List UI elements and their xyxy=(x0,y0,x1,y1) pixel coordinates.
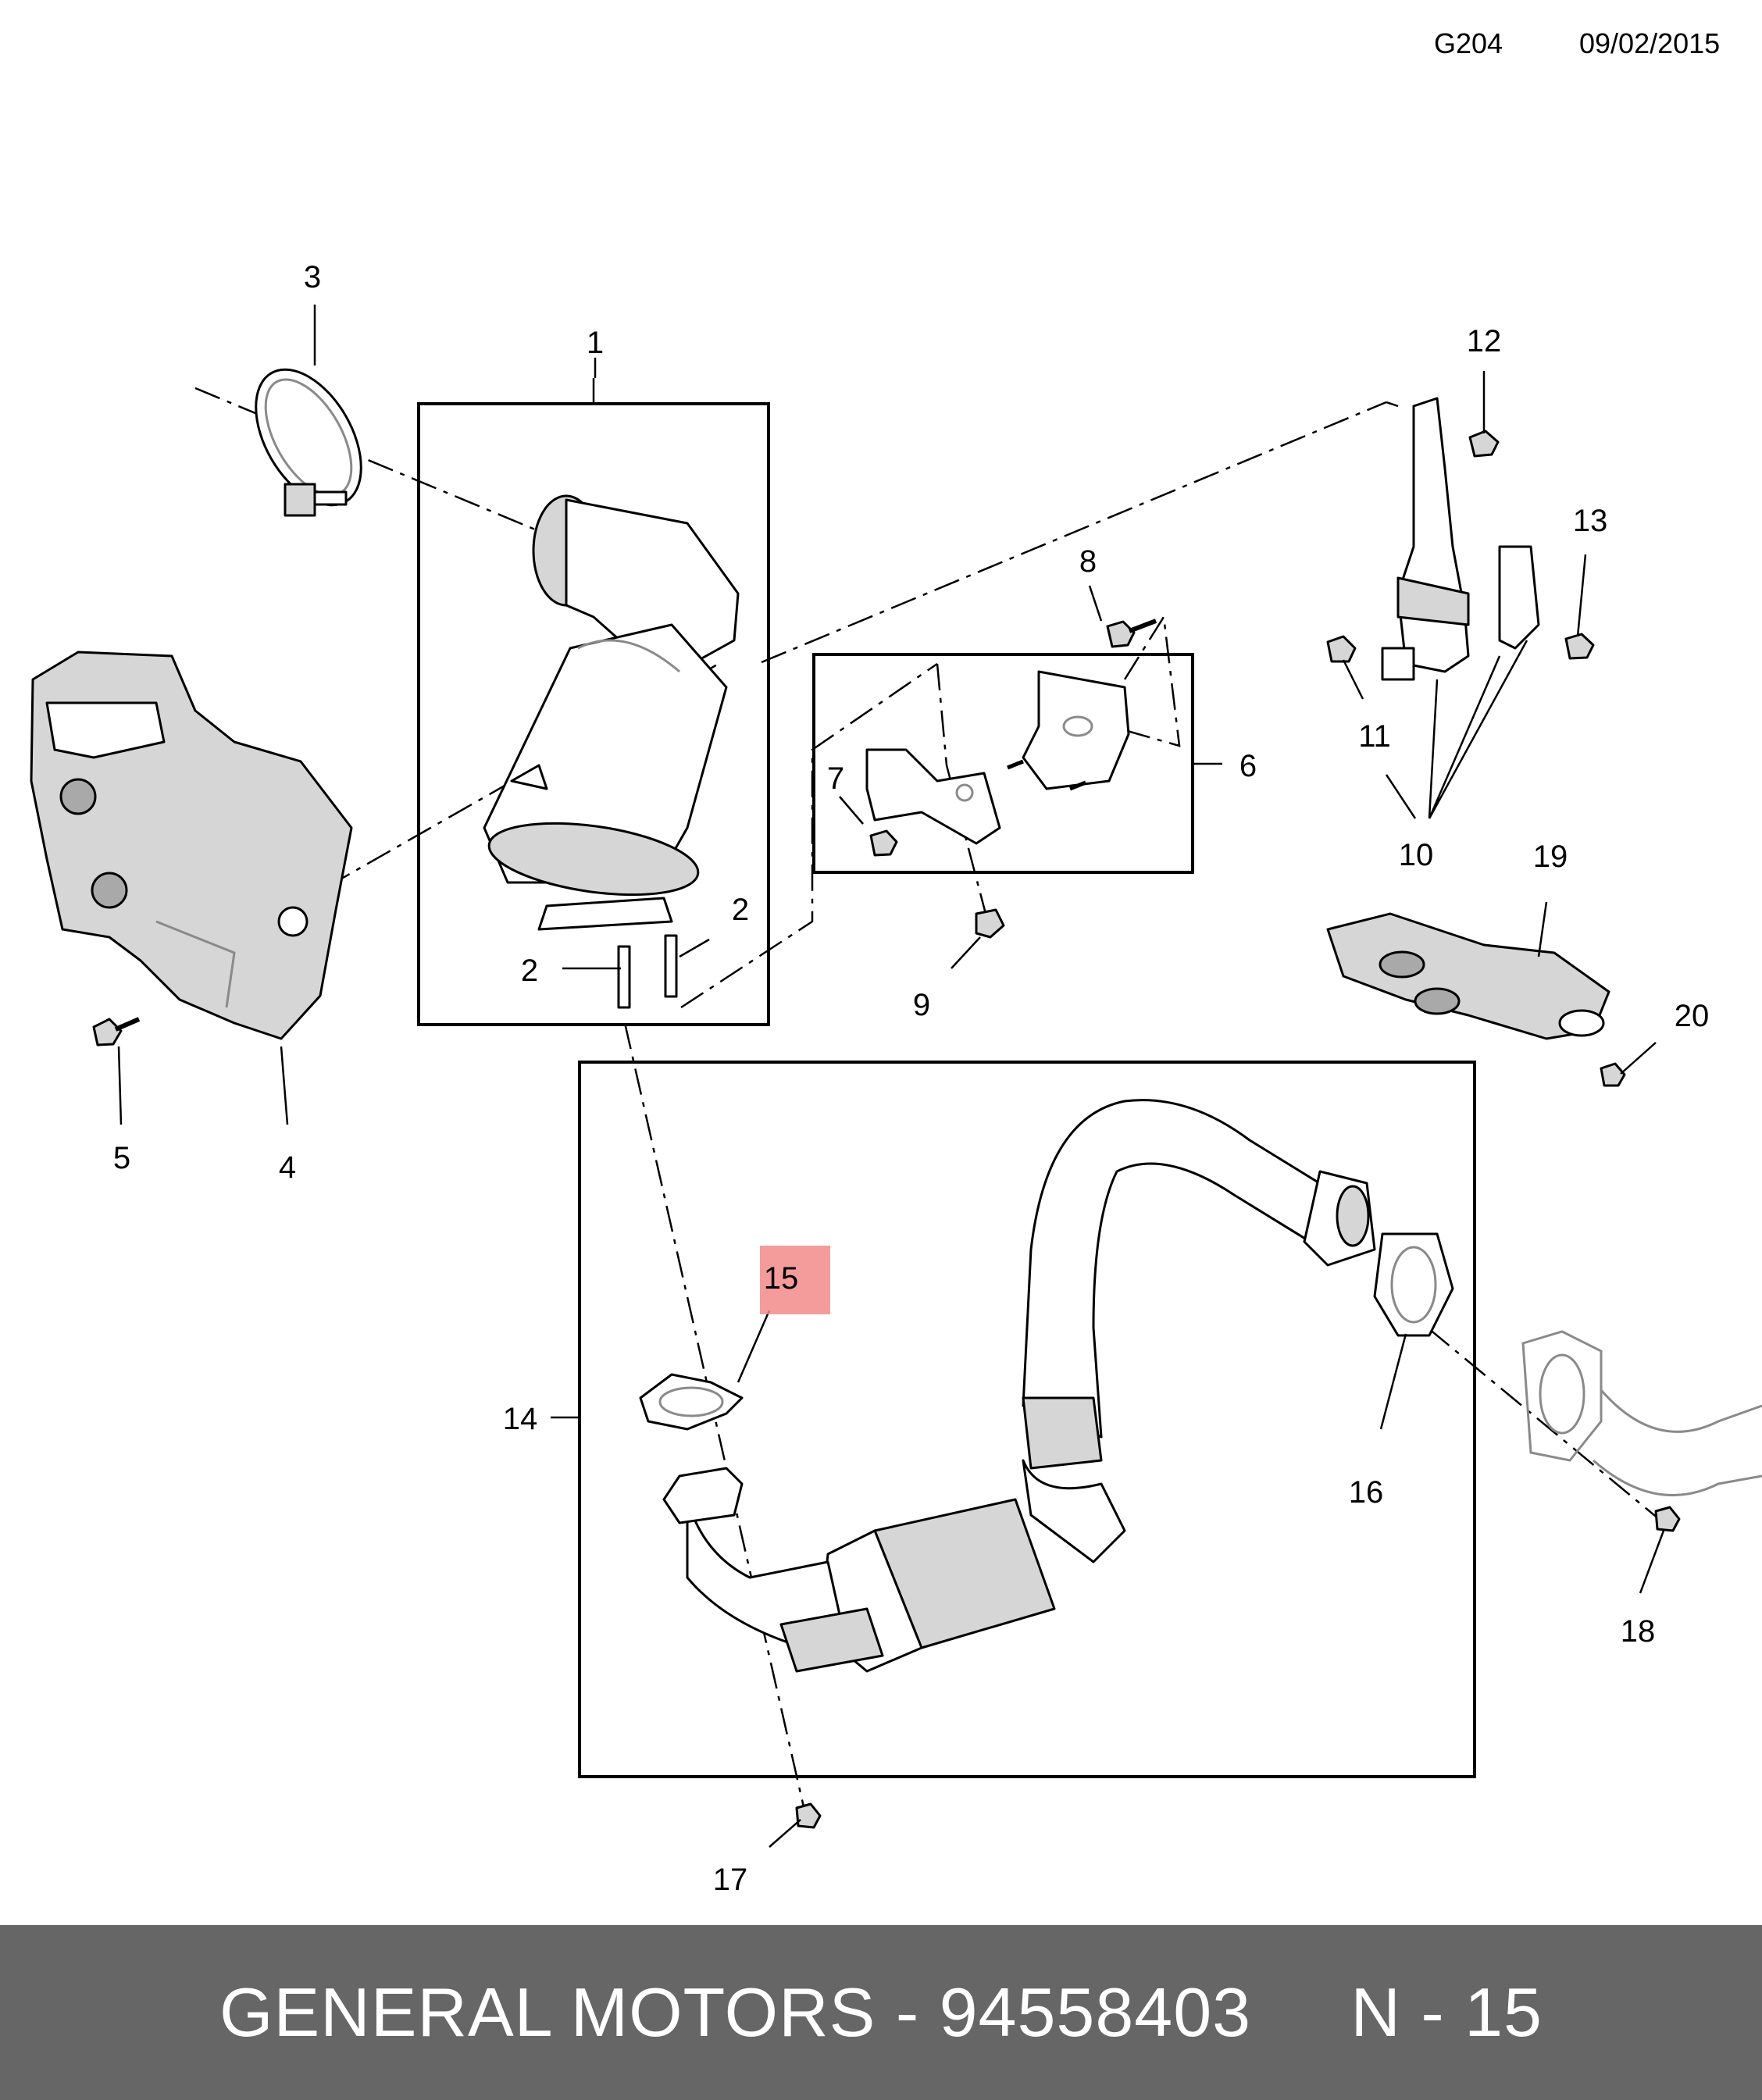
gasket-part-15 xyxy=(639,1373,744,1431)
bolt-part-8 xyxy=(1106,619,1157,648)
callout-5: 5 xyxy=(113,1141,130,1175)
callout-18: 18 xyxy=(1621,1614,1656,1649)
pipe-part-14 xyxy=(662,1099,1376,1673)
heat-shield-part-4 xyxy=(30,651,353,1040)
callout-4: 4 xyxy=(279,1150,296,1185)
downstream-pipe-ghost xyxy=(1521,1330,1762,1497)
nut-part-12 xyxy=(1468,430,1500,458)
callout-19: 19 xyxy=(1533,840,1568,874)
diagram-date: 09/02/2015 xyxy=(1579,27,1720,59)
callout-11: 11 xyxy=(1358,719,1391,754)
highlight-box-15 xyxy=(760,1246,830,1314)
callout-3: 3 xyxy=(304,260,321,294)
callout-10: 10 xyxy=(1399,838,1434,872)
callout-13: 13 xyxy=(1573,504,1608,538)
nut-part-9 xyxy=(975,908,1005,939)
diagram-canvas: G204 09/02/2015 xyxy=(30,27,1762,1897)
group-frame-14 xyxy=(578,1061,1476,1778)
footer-bar: GENERAL MOTORS - 94558403 N - 15 xyxy=(0,1925,1762,2100)
nut-part-11 xyxy=(1326,635,1357,663)
bracket-part-6 xyxy=(1007,670,1130,791)
clamp-part-3 xyxy=(255,368,362,517)
stud-part-2 xyxy=(617,934,678,1009)
catalytic-converter-part-1 xyxy=(483,494,740,931)
leader-lines xyxy=(117,305,1665,1848)
nut-part-13 xyxy=(1564,633,1595,660)
callout-1: 1 xyxy=(587,326,604,360)
exploded-parts-diagram: G204 09/02/2015 xyxy=(30,27,1762,1897)
bracket-part-7 xyxy=(865,748,1001,845)
callout-8: 8 xyxy=(1079,544,1097,579)
nut-part-20 xyxy=(1600,1062,1626,1087)
callout-9: 9 xyxy=(913,988,930,1022)
callout-20: 20 xyxy=(1675,999,1710,1033)
gasket-part-16 xyxy=(1373,1232,1454,1337)
footer-title: GENERAL MOTORS - 94558403 N - 15 xyxy=(219,1973,1543,2051)
diagram-code: G204 xyxy=(1434,27,1503,59)
callout-6: 6 xyxy=(1239,749,1257,783)
callout-2-left: 2 xyxy=(521,954,538,988)
callout-14: 14 xyxy=(503,1402,538,1436)
callout-17: 17 xyxy=(713,1863,748,1897)
callout-16: 16 xyxy=(1349,1475,1384,1510)
callout-7: 7 xyxy=(827,761,844,796)
hanger-bracket-part-10 xyxy=(1381,397,1540,681)
callout-12: 12 xyxy=(1467,324,1502,358)
nut-part-18 xyxy=(1654,1506,1681,1532)
callout-15: 15 xyxy=(764,1261,799,1296)
nut-part-17 xyxy=(795,1802,822,1829)
nut-part-7 xyxy=(869,829,898,857)
insulator-part-19 xyxy=(1326,912,1610,1040)
callouts: 1 2 2 3 4 5 6 7 8 9 10 11 12 13 14 15 16… xyxy=(113,260,1709,1897)
callout-2-right: 2 xyxy=(732,893,749,927)
bolt-part-5 xyxy=(92,1017,141,1046)
